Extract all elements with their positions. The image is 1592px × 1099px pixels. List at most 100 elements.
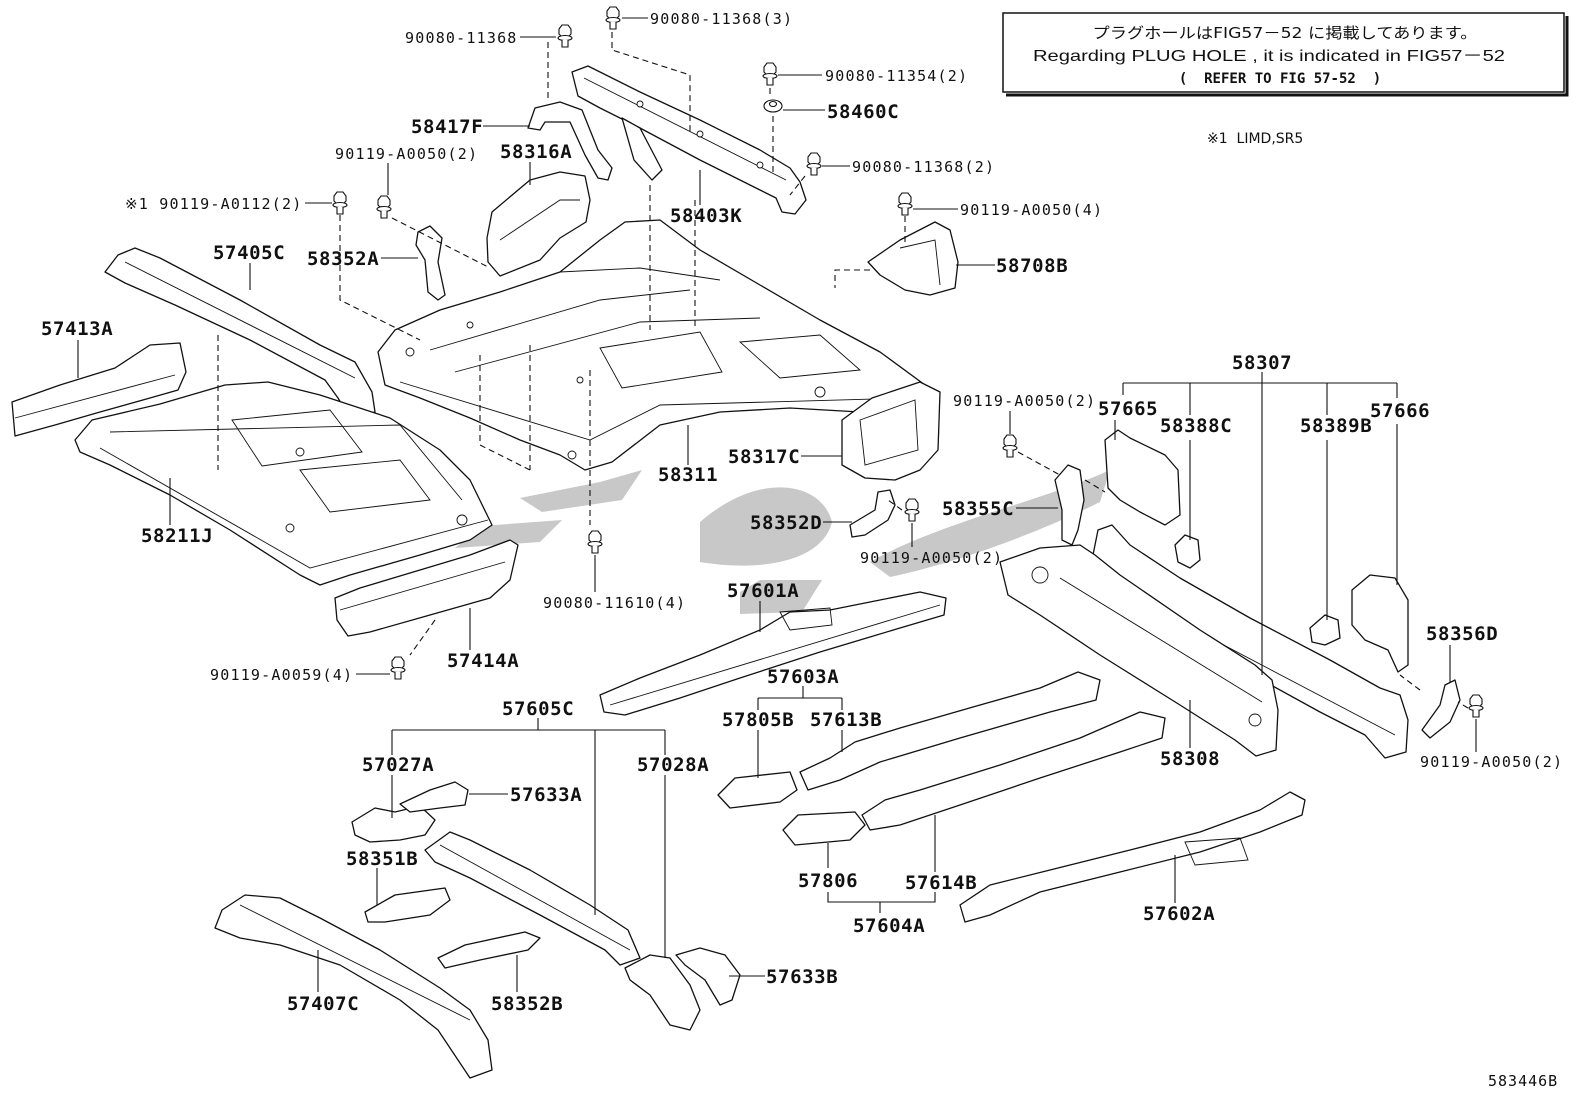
callout-58403K: 58403K xyxy=(670,205,742,227)
part-57027A-bracket xyxy=(351,805,436,843)
floor-recess xyxy=(738,334,862,379)
bolt-90119-a0059-4 xyxy=(390,656,406,680)
watermark-logo xyxy=(455,470,1110,614)
callout-90119-a0050-4: 90119-A0050(4) xyxy=(960,201,1103,219)
hole xyxy=(285,523,295,533)
part-57413A xyxy=(11,342,187,437)
part-58351B-bracket xyxy=(364,887,451,923)
callout-58352D: 58352D xyxy=(750,512,822,534)
beam-rib xyxy=(439,844,631,951)
note-shadow xyxy=(1006,16,1569,97)
callout-58708B: 58708B xyxy=(996,255,1068,277)
part-57805B-bracket xyxy=(717,771,798,809)
part-58316A xyxy=(486,171,591,277)
part-58356D-bracket xyxy=(1421,679,1461,739)
hole xyxy=(576,376,584,384)
hole xyxy=(1031,566,1049,584)
callout-58417F: 58417F xyxy=(411,116,483,138)
hole xyxy=(466,321,474,329)
callout-57633A: 57633A xyxy=(510,784,582,806)
hole xyxy=(636,100,644,108)
callout-58211J: 58211J xyxy=(141,525,213,547)
assembly-line xyxy=(479,355,531,471)
part-57613B-member xyxy=(799,671,1101,791)
callout-58352A: 58352A xyxy=(307,248,379,270)
bracket-line-57603A xyxy=(757,686,843,710)
callout-57027A: 57027A xyxy=(362,754,434,776)
callout-58352B: 58352B xyxy=(491,993,563,1015)
member-57414A xyxy=(334,539,519,637)
part-57028A-end-piece xyxy=(624,954,701,1031)
clip-58460C xyxy=(763,99,783,113)
callout-58356D: 58356D xyxy=(1426,623,1498,645)
callout-58316A: 58316A xyxy=(500,141,572,163)
callout-58307: 58307 xyxy=(1232,352,1292,374)
bolt-90080-11368 xyxy=(557,24,573,48)
bolt-90119-a0050-2-middle xyxy=(904,498,920,522)
figure-id: 583446B xyxy=(1488,1072,1558,1090)
callout-58389B: 58389B xyxy=(1300,415,1372,437)
part-58389B-bracket xyxy=(1309,614,1341,646)
assembly-line xyxy=(1017,451,1061,476)
callout-58355C: 58355C xyxy=(942,498,1014,520)
part-58417F-bracket xyxy=(527,101,613,181)
member-rib xyxy=(339,561,506,611)
callout-57613B: 57613B xyxy=(810,709,882,731)
part-57407C xyxy=(214,894,493,1079)
callout-58317C: 58317C xyxy=(728,446,800,468)
hole xyxy=(405,347,415,357)
assembly-line xyxy=(834,269,870,288)
callout-90119-a0050-2-right: 90119-A0050(2) xyxy=(953,392,1096,410)
rail-58308 xyxy=(999,544,1279,757)
part-57633B-bracket xyxy=(675,947,741,1006)
part-58403K xyxy=(571,65,807,215)
part-57601A xyxy=(599,591,947,716)
callout-57614B: 57614B xyxy=(905,872,977,894)
callout-57407C: 57407C xyxy=(287,993,359,1015)
part-57614B-member xyxy=(861,711,1166,831)
callout-57414A: 57414A xyxy=(447,650,519,672)
note-frame xyxy=(1002,12,1565,93)
part-57405C xyxy=(104,247,376,419)
rail-rib xyxy=(14,374,176,419)
callout-57665: 57665 xyxy=(1098,398,1158,420)
floor-edge xyxy=(399,381,911,441)
hole xyxy=(456,514,468,526)
callout-90080-11368: 90080-11368 xyxy=(405,29,518,47)
part-57665-panel xyxy=(1104,429,1181,526)
part-58317C xyxy=(841,381,941,481)
bolt-90080-11610-4 xyxy=(587,530,603,554)
assembly-line xyxy=(339,215,421,341)
assembly-line xyxy=(887,499,903,511)
part-58211J-rear-floor xyxy=(74,381,493,586)
callout-90080-11354-2: 90080-11354(2) xyxy=(825,67,968,85)
part-57414A xyxy=(334,539,519,637)
bracket-58708B xyxy=(867,221,959,296)
rail-57413A xyxy=(11,342,187,437)
hole xyxy=(1248,713,1262,727)
assembly-lines xyxy=(217,32,1469,709)
note-line-ja: プラグホールはFIG57－52 に掲載してあります。 xyxy=(1093,24,1478,42)
member-57601A xyxy=(599,591,947,716)
hole xyxy=(696,130,704,138)
callout-57666: 57666 xyxy=(1370,400,1430,422)
callout-90080-11368-3: 90080-11368(3) xyxy=(650,10,793,28)
panel-window xyxy=(859,399,919,466)
watermark-stroke xyxy=(520,470,642,512)
callout-90080-11610-4: 90080-11610(4) xyxy=(543,594,686,612)
callout-58351B: 58351B xyxy=(346,848,418,870)
bolt-90080-11354-2 xyxy=(762,62,778,86)
bracket-line-57605C xyxy=(391,718,666,915)
callout-57633B: 57633B xyxy=(766,966,838,988)
bolt-90080-11368-3 xyxy=(605,6,621,30)
clip-hole xyxy=(768,100,778,108)
leader-lines xyxy=(77,17,1477,992)
callout-58308: 58308 xyxy=(1160,748,1220,770)
note-box: プラグホールはFIG57－52 に掲載してあります。 Regarding PLU… xyxy=(1002,12,1569,97)
assembly-line xyxy=(1399,674,1421,691)
member-57602A xyxy=(959,791,1306,923)
callout-58311: 58311 xyxy=(658,464,718,486)
callout-90119-a0050-2-bottom-right: 90119-A0050(2) xyxy=(1420,753,1563,771)
member-leg xyxy=(621,117,663,181)
